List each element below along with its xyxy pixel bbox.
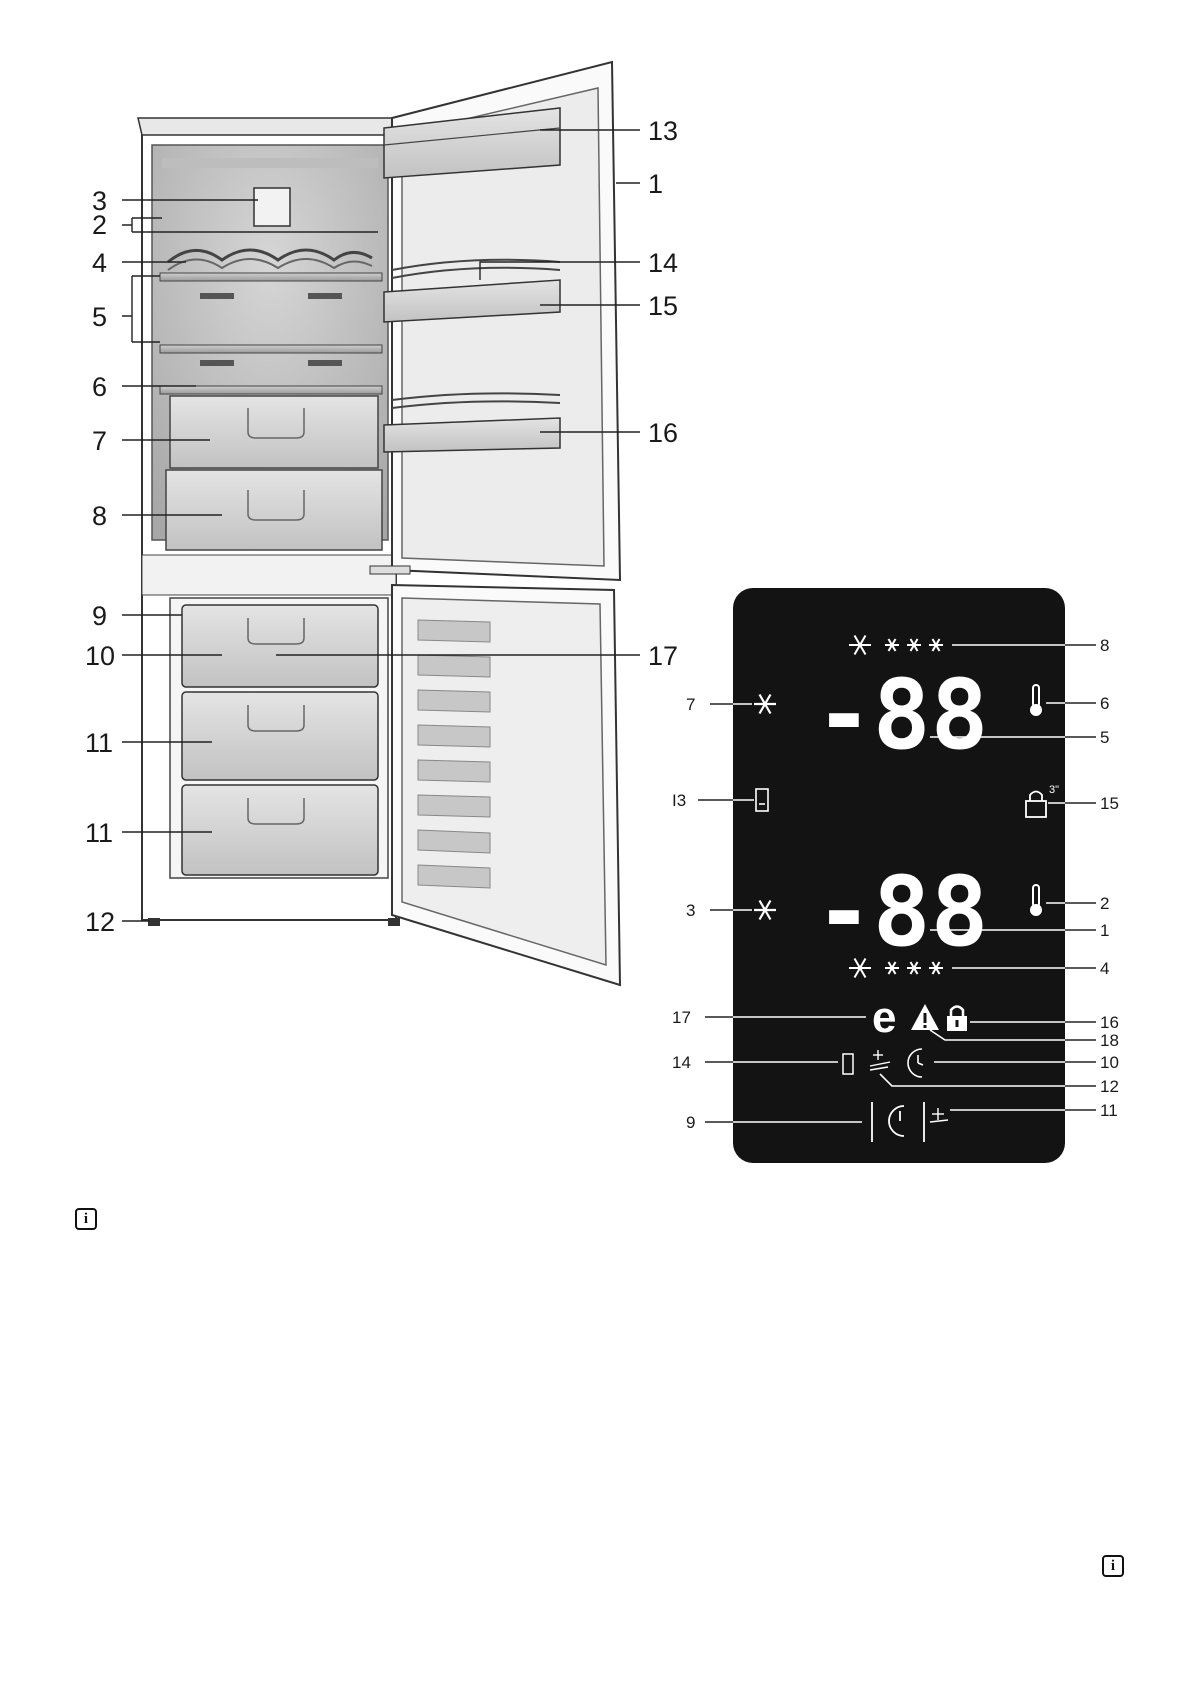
callout-5: 5: [92, 302, 107, 332]
chiller-drawer: [166, 470, 382, 550]
panel-callout-5: 5: [1100, 728, 1109, 747]
crisper-drawer: [170, 396, 378, 468]
panel-callout-10: 10: [1100, 1053, 1119, 1072]
panel-callout-8: 8: [1100, 636, 1109, 655]
callout-9: 9: [92, 601, 107, 631]
callout-15: 15: [648, 291, 678, 321]
control-panel: -88 3" -88: [698, 588, 1096, 1163]
panel-callout-3: 3: [686, 901, 695, 920]
callout-11-b: 11: [85, 818, 113, 848]
panel-callout-12: 12: [1100, 1077, 1119, 1096]
panel-callout-11: 11: [1100, 1101, 1118, 1120]
callout-11: 11: [85, 728, 113, 758]
adjustable-foot: [148, 918, 160, 926]
panel-callout-7: 7: [686, 695, 695, 714]
panel-callout-9: 9: [686, 1113, 695, 1132]
callout-13: 13: [648, 116, 678, 146]
fridge-temperature-digits: -88: [815, 659, 988, 771]
freezer-drawer: [182, 605, 378, 687]
glass-shelf: [160, 345, 382, 353]
callout-2: 2: [92, 210, 107, 240]
info-icon: [75, 1208, 97, 1230]
fridge-top: [138, 118, 400, 135]
callout-7: 7: [92, 426, 107, 456]
lock-timer-label: 3": [1049, 784, 1059, 796]
freezer-drawer: [182, 785, 378, 875]
callout-6: 6: [92, 372, 107, 402]
panel-callout-16: 16: [1100, 1013, 1119, 1032]
callout-14: 14: [648, 248, 678, 278]
callout-17: 17: [648, 641, 678, 671]
freezer-drawer: [182, 692, 378, 780]
adjustable-foot: [388, 918, 400, 926]
freezer-temperature-digits: -88: [815, 856, 988, 968]
panel-callout-17: 17: [672, 1008, 691, 1027]
panel-callout-4: 4: [1100, 959, 1109, 978]
callout-10: 10: [85, 641, 115, 671]
callout-12: 12: [85, 907, 115, 937]
callout-8: 8: [92, 501, 107, 531]
panel-callout-14: 14: [672, 1053, 691, 1072]
crisper-cover: [160, 386, 382, 394]
panel-callout-2: 2: [1100, 894, 1109, 913]
callout-4: 4: [92, 248, 107, 278]
light-unit: [254, 188, 290, 226]
callout-1: 1: [648, 169, 663, 199]
panel-callout-1: 1: [1100, 921, 1109, 940]
panel-callout-13: I3: [672, 791, 686, 810]
callout-16: 16: [648, 418, 678, 448]
glass-shelf: [160, 273, 382, 281]
panel-callout-18: 18: [1100, 1031, 1119, 1050]
eco-icon: e: [872, 993, 896, 1042]
panel-callout-6: 6: [1100, 694, 1109, 713]
info-icon: [1102, 1555, 1124, 1577]
panel-callout-15: 15: [1100, 794, 1119, 813]
